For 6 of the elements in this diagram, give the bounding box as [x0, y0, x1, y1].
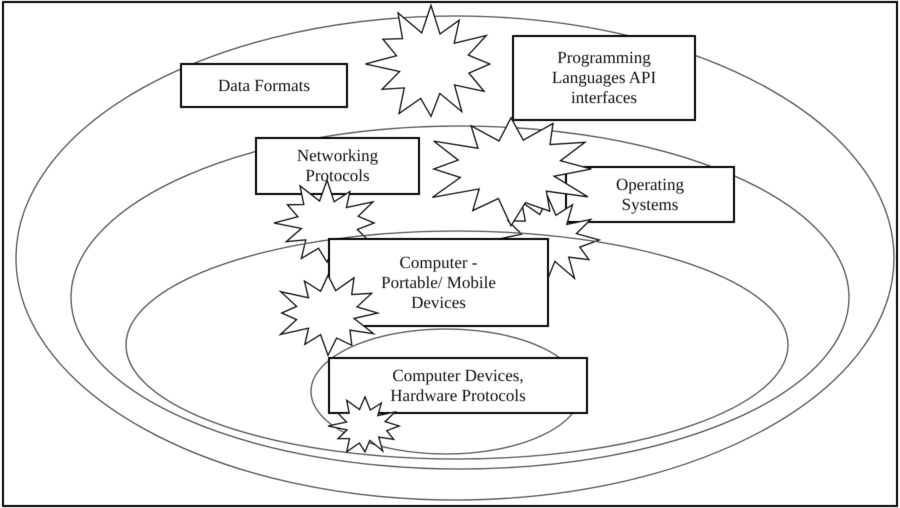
label-box: Programming Languages API interfaces	[512, 35, 696, 121]
label-box: Computer Devices, Hardware Protocols	[328, 357, 588, 414]
label-box: Operating Systems	[565, 166, 735, 223]
label-box: Networking Protocols	[255, 137, 420, 195]
label-box: Data Formats	[180, 63, 348, 108]
label-box: Computer - Portable/ Mobile Devices	[328, 238, 549, 327]
